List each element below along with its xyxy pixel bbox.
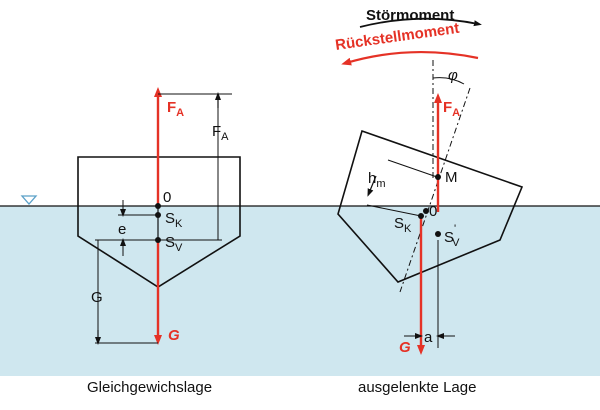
left-label-sk: SK xyxy=(165,210,183,230)
right-tilted-axis xyxy=(399,87,471,293)
left-label-g: G xyxy=(168,327,180,344)
right-label-g: G xyxy=(399,339,411,356)
right-ship xyxy=(337,17,524,355)
right-caption: ausgelenkte Lage xyxy=(358,379,476,396)
right-label-a: a xyxy=(424,329,433,346)
right-label-sv: S'V xyxy=(444,223,460,249)
water-level-symbol xyxy=(20,195,38,205)
right-point-m xyxy=(435,174,441,180)
label-stormoment: Störmoment xyxy=(366,7,454,24)
right-label-fa: FA xyxy=(443,99,460,119)
left-dim-g: G xyxy=(91,289,103,306)
left-label-e: e xyxy=(118,221,126,238)
right-point-sk xyxy=(418,213,424,219)
right-label-sk: SK xyxy=(394,215,412,235)
restore-moment-arrow xyxy=(341,50,479,66)
right-point-0 xyxy=(423,208,429,214)
left-label-sv: SV xyxy=(165,234,183,254)
left-point-0 xyxy=(155,203,161,209)
disturb-moment-arrow xyxy=(359,17,482,28)
right-label-phi: φ xyxy=(448,67,458,84)
left-label-0: 0 xyxy=(163,189,171,206)
left-caption: Gleichgewichslage xyxy=(87,379,212,396)
right-point-sv xyxy=(435,231,441,237)
right-label-0: 0 xyxy=(429,203,437,220)
left-dim-fa: FA xyxy=(212,123,229,143)
right-label-m: M xyxy=(445,169,458,186)
left-label-fa: FA xyxy=(167,99,184,119)
left-hull xyxy=(77,156,241,288)
label-rueckstellmoment: Rückstellmoment xyxy=(334,20,460,54)
left-ship xyxy=(77,87,241,345)
right-hull xyxy=(337,129,524,283)
right-label-hm: hm xyxy=(368,170,386,190)
water-body xyxy=(0,206,600,376)
